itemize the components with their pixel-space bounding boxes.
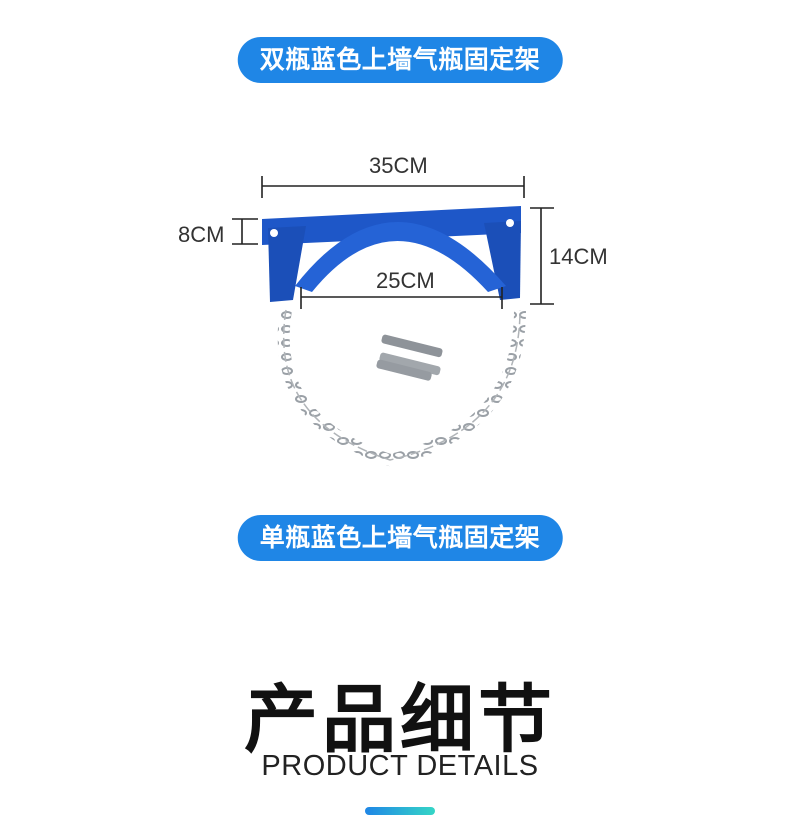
dimension-width-total: 35CM [369, 153, 428, 178]
mid-banner-pill: 单瓶蓝色上墙气瓶固定架 [237, 515, 563, 561]
dimension-thickness: 8CM [178, 222, 225, 247]
bracket-illustration [262, 206, 521, 302]
dimension-inner-width: 25CM [376, 268, 435, 293]
section-title: 产品细节 [244, 677, 556, 763]
dimension-line-35 [261, 176, 525, 198]
dimension-line-8 [232, 218, 258, 245]
section-subtitle: PRODUCT DETAILS [261, 750, 539, 782]
dimension-height: 14CM [549, 244, 608, 269]
chain-illustration [277, 309, 526, 467]
anchor-bolt-icon [376, 334, 443, 381]
top-banner-label: 双瓶蓝色上墙气瓶固定架 [259, 45, 541, 74]
product-image [232, 176, 554, 467]
accent-bar [365, 807, 435, 815]
mid-banner-label: 单瓶蓝色上墙气瓶固定架 [259, 523, 541, 552]
dimension-line-14 [530, 207, 554, 305]
top-banner-pill: 双瓶蓝色上墙气瓶固定架 [237, 37, 563, 83]
dimension-line-25 [300, 287, 503, 309]
